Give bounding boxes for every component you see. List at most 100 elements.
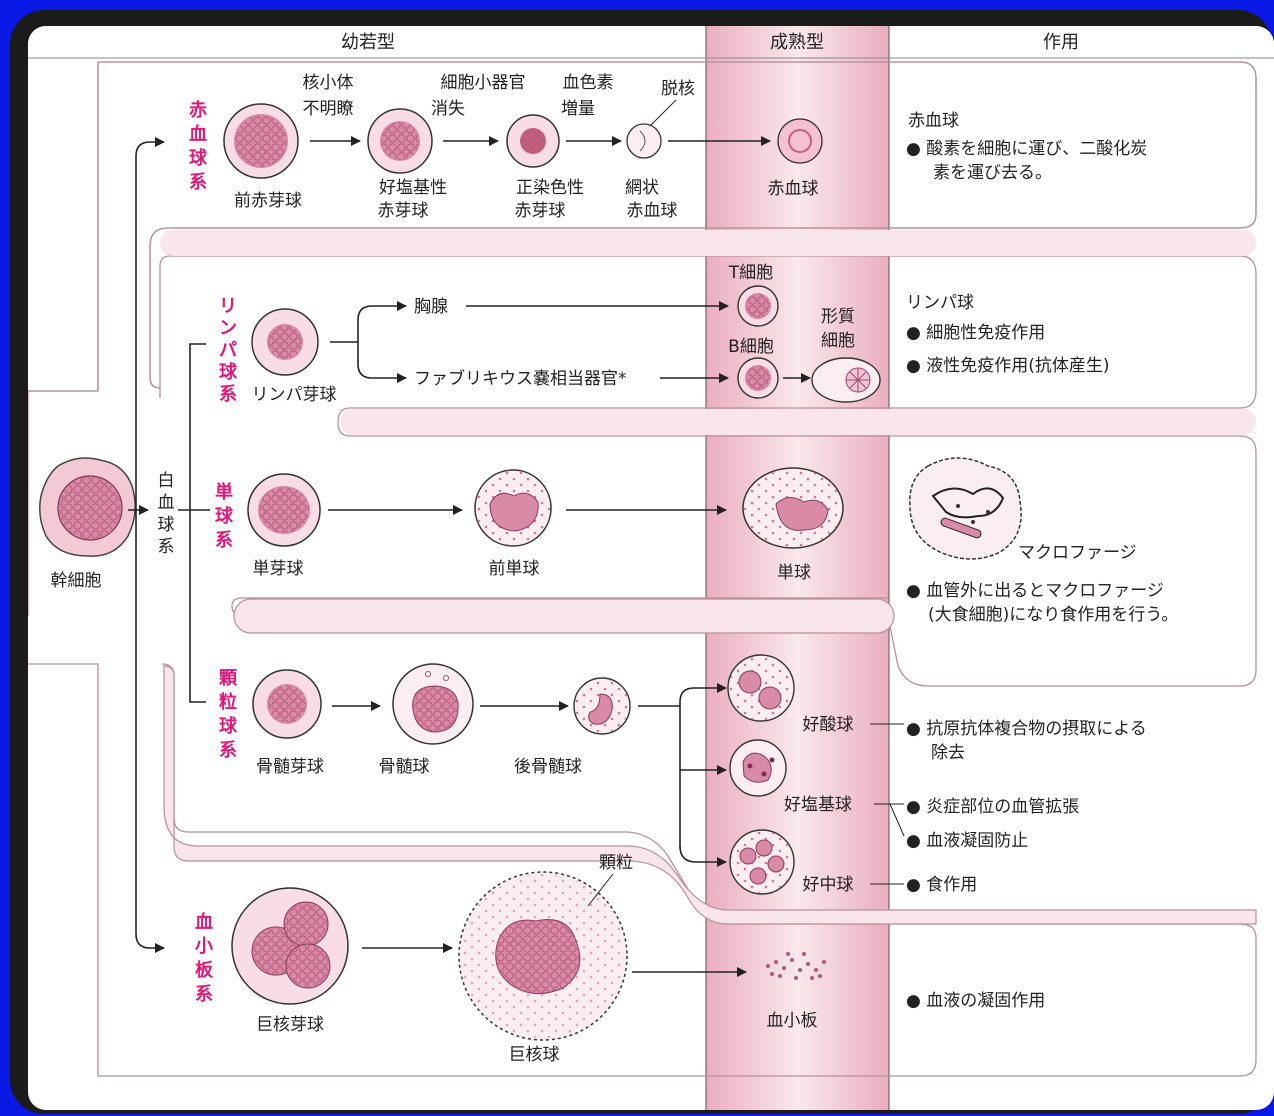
svg-text:系: 系	[158, 537, 175, 557]
stem-cell-label: 幹細胞	[51, 570, 102, 591]
metamyelocyte-label: 後骨髄球	[514, 757, 582, 777]
megakaryocytic-arrows	[362, 943, 747, 977]
basophil-role-2: ● 血液凝固防止	[906, 831, 1028, 851]
svg-text:顆: 顆	[219, 668, 238, 689]
wbc-label: 白 血 球 系	[158, 471, 175, 557]
svg-text:球: 球	[215, 506, 234, 527]
neutrophil-label: 好中球	[803, 875, 854, 895]
svg-text:系: 系	[189, 172, 207, 193]
svg-text:板: 板	[195, 959, 214, 981]
step-organelle-1: 細胞小器官	[441, 73, 526, 93]
b-cell	[737, 357, 779, 399]
macrophage-cell	[909, 457, 1022, 560]
rbc-role-line-1: ● 酸素を細胞に運び、二酸化炭	[906, 139, 1147, 159]
step-nucleolus-1: 核小体	[303, 73, 354, 93]
platelet-cluster	[766, 952, 826, 980]
step-enucleation: 脱核	[661, 79, 695, 99]
promonocyte-cell	[474, 469, 552, 547]
neutrophil-role: ● 食作用	[906, 875, 977, 895]
t-cell-label: T細胞	[728, 263, 773, 283]
svg-text:リ: リ	[219, 296, 237, 317]
step-organelle-2: 消失	[431, 99, 465, 119]
step-hemoglobin-2: 増量	[561, 99, 595, 119]
rbc-role-line-2: 素を運び去る。	[933, 163, 1052, 183]
svg-text:血: 血	[158, 493, 175, 513]
granulocytic-category: 顆 粒 球 系	[219, 668, 238, 761]
svg-text:小: 小	[195, 936, 213, 957]
orthochromatic-erythroblast-label-1: 正染色性	[516, 178, 584, 198]
lymphoblast-label: リンパ芽球	[252, 385, 337, 405]
reticulocyte-label-2: 赤血球	[627, 201, 678, 221]
svg-text:パ: パ	[219, 340, 237, 361]
promonocyte-label: 前単球	[489, 559, 540, 579]
svg-text:白: 白	[158, 471, 175, 491]
megakaryoblast-cell	[231, 887, 349, 1005]
svg-text:血: 血	[195, 911, 213, 933]
megakaryocyte-cell	[458, 871, 628, 1041]
svg-text:系: 系	[219, 740, 237, 761]
macrophage-label: マクロファージ	[1018, 543, 1137, 563]
lymphocyte-role-line-1: ● 細胞性免疫作用	[906, 323, 1045, 343]
thymus-path-label: 胸腺	[414, 297, 448, 317]
monocyte-cell	[742, 467, 844, 549]
bursa-path-label: ファブリキウス嚢相当器官*	[414, 368, 627, 389]
eosinophil-cell	[727, 654, 795, 722]
neutrophil-cell	[729, 829, 795, 895]
b-cell-label: B細胞	[728, 337, 774, 357]
svg-text:血: 血	[189, 123, 207, 145]
orthochromatic-erythroblast-label-2: 赤芽球	[515, 201, 566, 221]
diagram-panel: 幼若型 成熟型 作用 幹細胞 白 血 球 系 赤 血 球 系	[28, 26, 1274, 1110]
lymphoid-arrows	[330, 301, 811, 383]
eosinophil-role-2: 除去	[931, 743, 965, 763]
rbc-label: 赤血球	[768, 179, 819, 199]
lymphocyte-role-line-2: ● 液性免疫作用(抗体産生)	[906, 356, 1110, 376]
basophil-cell	[729, 739, 787, 797]
reticulocyte-cell	[626, 123, 662, 159]
plasma-cell-label-1: 形質	[821, 307, 855, 327]
platelet-role: ● 血液の凝固作用	[906, 991, 1045, 1011]
header-immature: 幼若型	[341, 32, 395, 53]
monocyte-role-line-1: ● 血管外に出るとマクロファージ	[906, 581, 1164, 601]
stem-cell	[39, 457, 136, 557]
hematopoiesis-diagram: 幼若型 成熟型 作用 幹細胞 白 血 球 系 赤 血 球 系	[28, 26, 1274, 1110]
plasma-cell	[811, 357, 881, 403]
basophilic-erythroblast-label-2: 赤芽球	[378, 201, 429, 221]
megakaryocyte-label: 巨核球	[509, 1045, 560, 1065]
trunk-lines	[128, 137, 210, 953]
basophil-role-1: ● 炎症部位の血管拡張	[906, 797, 1079, 817]
header-row	[28, 26, 1274, 58]
reticulocyte-label-1: 網状	[625, 178, 659, 198]
megakaryoblast-label: 巨核芽球	[256, 1015, 324, 1035]
t-cell	[737, 285, 779, 327]
rbc-role-title: 赤血球	[908, 111, 959, 131]
granulocytic-arrows	[332, 683, 905, 885]
monoblast-label: 単芽球	[253, 559, 304, 579]
header-mature: 成熟型	[770, 32, 824, 53]
svg-text:赤: 赤	[189, 100, 207, 121]
myelocyte-cell	[392, 663, 474, 745]
megakaryocytic-category: 血 小 板 系	[195, 911, 214, 1005]
monocyte-role-line-2: (大食細胞)になり食作用を行う。	[928, 605, 1178, 625]
svg-text:ン: ン	[219, 318, 237, 339]
svg-text:球: 球	[158, 515, 175, 535]
erythroid-arrows	[310, 99, 771, 146]
myeloblast-cell	[252, 669, 322, 739]
platelet-label: 血小板	[767, 1011, 818, 1031]
monocytic-category: 単 球 系	[215, 481, 234, 551]
basophilic-erythroblast-label-1: 好塩基性	[379, 178, 447, 198]
svg-text:球: 球	[219, 716, 238, 737]
rbc-cell	[777, 118, 823, 164]
eosinophil-role-1: ● 抗原抗体複合物の摂取による	[906, 719, 1147, 739]
svg-text:球: 球	[189, 148, 208, 169]
monoblast-cell	[247, 473, 321, 547]
svg-text:球: 球	[219, 362, 238, 383]
myeloblast-label: 骨髄芽球	[256, 757, 324, 777]
step-hemoglobin-1: 血色素	[563, 73, 614, 93]
lymphocyte-role-title: リンパ球	[906, 293, 974, 313]
svg-text:系: 系	[195, 984, 213, 1005]
lymphoid-category: リ ン パ 球 系	[219, 296, 238, 405]
proerythroblast-label: 前赤芽球	[234, 191, 302, 211]
eosinophil-label: 好酸球	[803, 715, 854, 735]
basophilic-erythroblast-cell	[367, 108, 433, 174]
basophil-label: 好塩基球	[784, 795, 852, 815]
